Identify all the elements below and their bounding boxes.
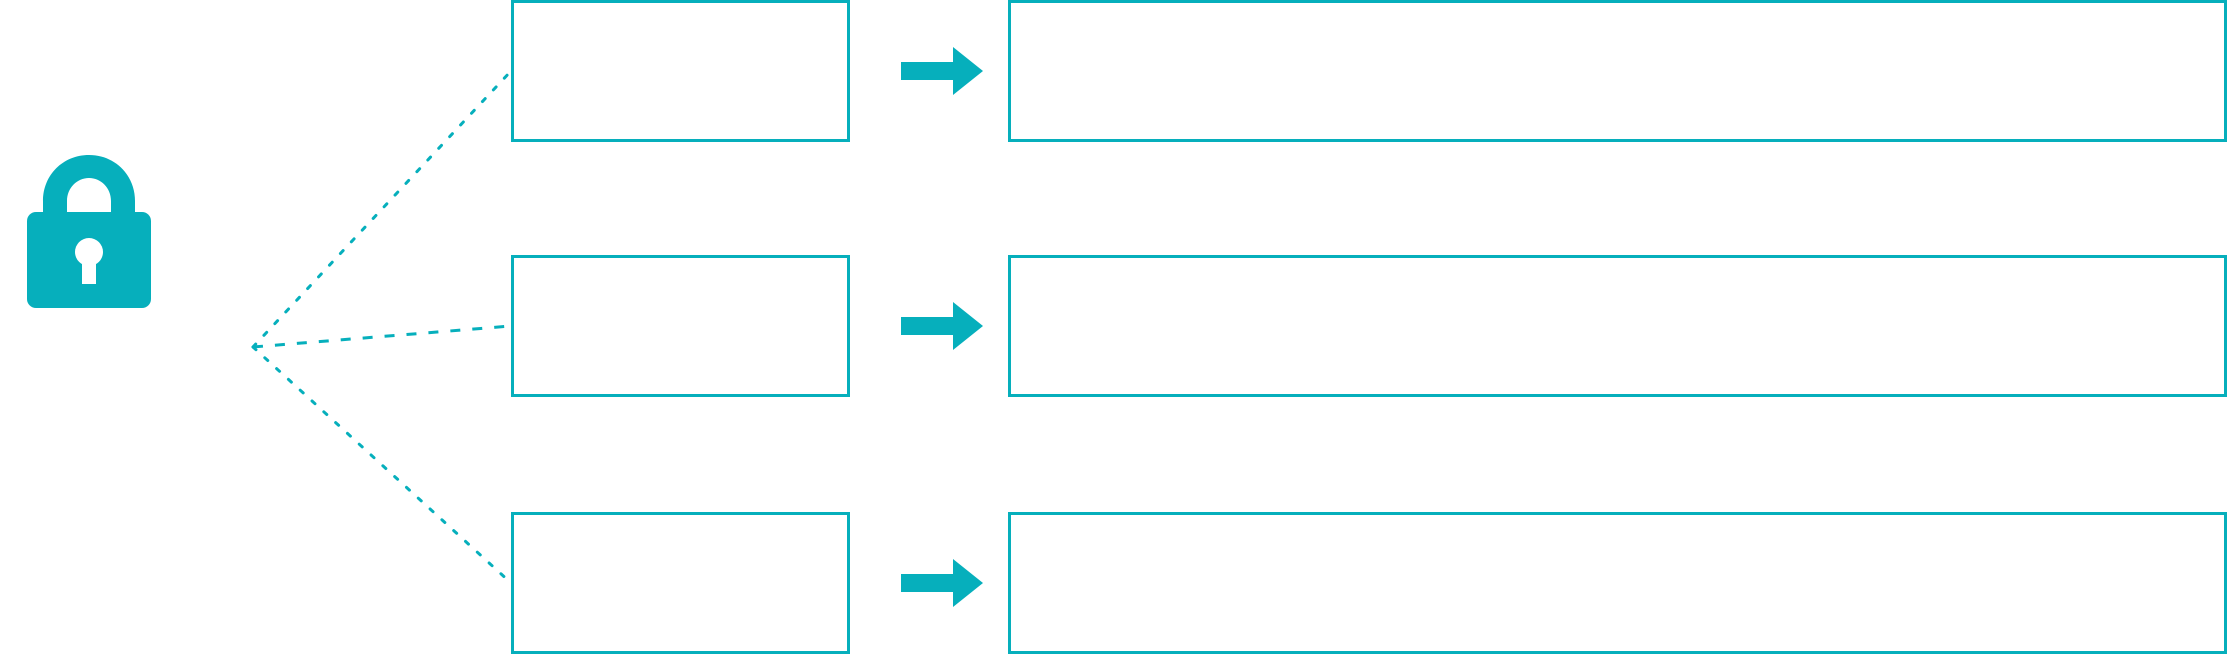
left-box-row-2[interactable] — [511, 255, 850, 397]
connector-line-to-row-2 — [252, 324, 512, 349]
right-box-row-2[interactable] — [1008, 255, 2227, 397]
left-box-label-row-2 — [514, 258, 847, 278]
padlock-icon — [27, 155, 151, 308]
right-box-label-row-2 — [1011, 258, 2224, 278]
connector-line-to-row-1 — [251, 69, 513, 349]
right-box-label-row-3 — [1011, 515, 2224, 535]
left-box-row-3[interactable] — [511, 512, 850, 654]
right-arrow-icon-row-3 — [901, 559, 983, 607]
left-box-label-row-3 — [514, 515, 847, 535]
connector-line-to-row-3 — [251, 345, 513, 585]
right-box-label-row-1 — [1011, 3, 2224, 23]
left-box-row-1[interactable] — [511, 0, 850, 142]
right-box-row-1[interactable] — [1008, 0, 2227, 142]
right-arrow-icon-row-2 — [901, 302, 983, 350]
right-arrow-icon-row-1 — [901, 47, 983, 95]
left-box-label-row-1 — [514, 3, 847, 23]
right-box-row-3[interactable] — [1008, 512, 2227, 654]
